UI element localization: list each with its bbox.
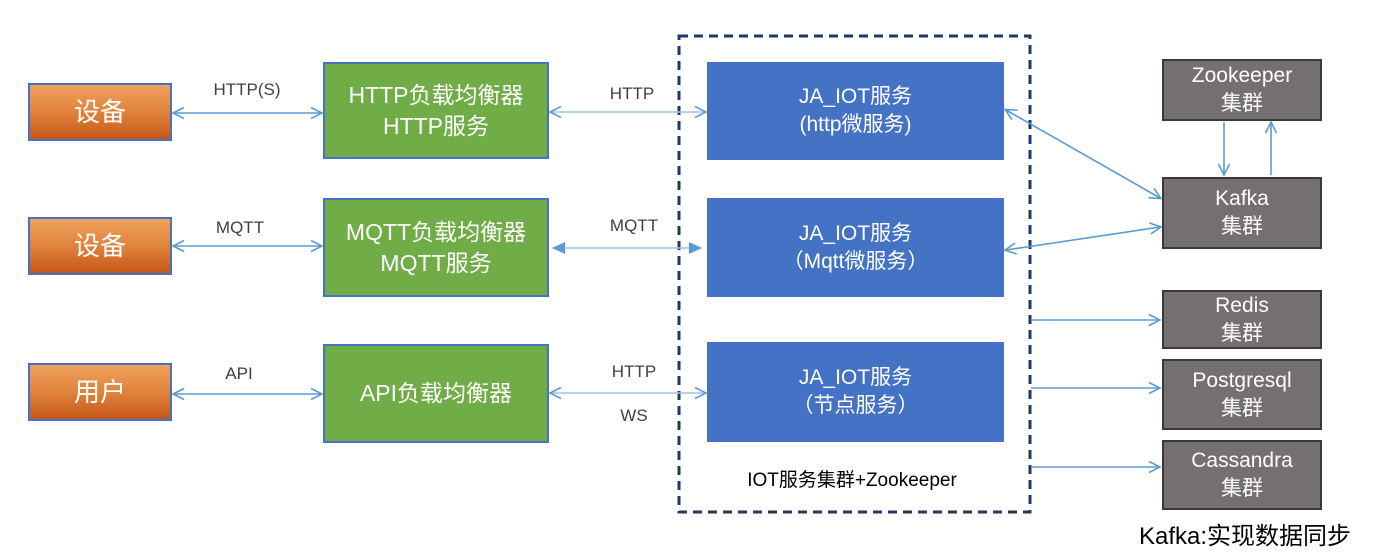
- node-device-2: 设备: [28, 217, 172, 275]
- edge-iot-mqtt-kafka: [1003, 222, 1163, 255]
- node-mqtt-load-balancer-line1: MQTT负载均衡器: [345, 219, 527, 246]
- node-postgresql-cluster: Postgresql 集群: [1162, 359, 1322, 430]
- node-api-load-balancer: API负载均衡器: [323, 344, 549, 443]
- iot-cluster-label: IOT服务集群+Zookeeper: [747, 470, 957, 491]
- node-http-load-balancer-line1: HTTP负载均衡器: [348, 82, 524, 109]
- edge-label-mqtt-right: MQTT: [609, 216, 659, 235]
- node-device-1: 设备: [28, 83, 172, 141]
- node-http-load-balancer-line2: HTTP服务: [382, 112, 490, 139]
- node-cassandra-cluster-line2: 集群: [1221, 477, 1263, 500]
- node-mqtt-load-balancer-line2: MQTT服务: [380, 249, 492, 276]
- node-api-load-balancer-line1: API负载均衡器: [359, 380, 513, 407]
- iot-cluster-boundary: [677, 34, 1032, 514]
- node-device-1-label: 设备: [73, 96, 126, 127]
- node-iot-mqtt-service: JA_IOT服务 （Mqtt微服务）: [707, 198, 1004, 297]
- node-postgresql-cluster-line1: Postgresql: [1192, 368, 1292, 392]
- node-iot-http-service-line2: (http微服务): [799, 113, 912, 136]
- node-mqtt-load-balancer: MQTT负载均衡器 MQTT服务: [323, 198, 549, 297]
- node-zookeeper-cluster-line2: 集群: [1221, 92, 1263, 115]
- node-iot-http-service: JA_IOT服务 (http微服务): [707, 62, 1004, 160]
- node-kafka-cluster: Kafka 集群: [1162, 177, 1322, 249]
- edge-label-mqtt-left: MQTT: [215, 218, 265, 237]
- node-iot-mqtt-service-line1: JA_IOT服务: [798, 221, 913, 245]
- node-iot-node-service-line2: （节点服务）: [792, 394, 919, 417]
- node-redis-cluster: Redis 集群: [1162, 290, 1322, 349]
- node-zookeeper-cluster-line1: Zookeeper: [1191, 64, 1293, 88]
- node-user-label: 用户: [73, 376, 126, 407]
- node-cassandra-cluster-line1: Cassandra: [1191, 449, 1293, 473]
- node-postgresql-cluster-line2: 集群: [1221, 396, 1263, 420]
- node-redis-cluster-line1: Redis: [1215, 293, 1269, 317]
- node-user: 用户: [28, 363, 172, 421]
- edge-label-api: API: [225, 364, 253, 383]
- node-device-2-label: 设备: [73, 230, 126, 261]
- edge-label-ws: WS: [620, 406, 648, 425]
- node-cassandra-cluster: Cassandra 集群: [1162, 440, 1322, 510]
- node-iot-node-service: JA_IOT服务 （节点服务）: [707, 342, 1004, 442]
- node-kafka-cluster-line1: Kafka: [1215, 187, 1269, 211]
- node-iot-http-service-line1: JA_IOT服务: [798, 85, 913, 109]
- node-redis-cluster-line2: 集群: [1221, 321, 1263, 345]
- edge-label-http-row3: HTTP: [611, 362, 657, 381]
- node-http-load-balancer: HTTP负载均衡器 HTTP服务: [323, 62, 549, 159]
- node-iot-node-service-line1: JA_IOT服务: [798, 366, 913, 390]
- edge-label-http-row1: HTTP: [609, 84, 655, 103]
- node-zookeeper-cluster: Zookeeper 集群: [1162, 59, 1322, 121]
- edge-label-https: HTTP(S): [213, 80, 281, 99]
- edge-iot-http-kafka: [1003, 108, 1163, 200]
- kafka-sync-footnote: Kafka:实现数据同步: [1139, 523, 1352, 550]
- node-kafka-cluster-line2: 集群: [1221, 215, 1263, 238]
- node-iot-mqtt-service-line2: （Mqtt微服务）: [782, 249, 929, 273]
